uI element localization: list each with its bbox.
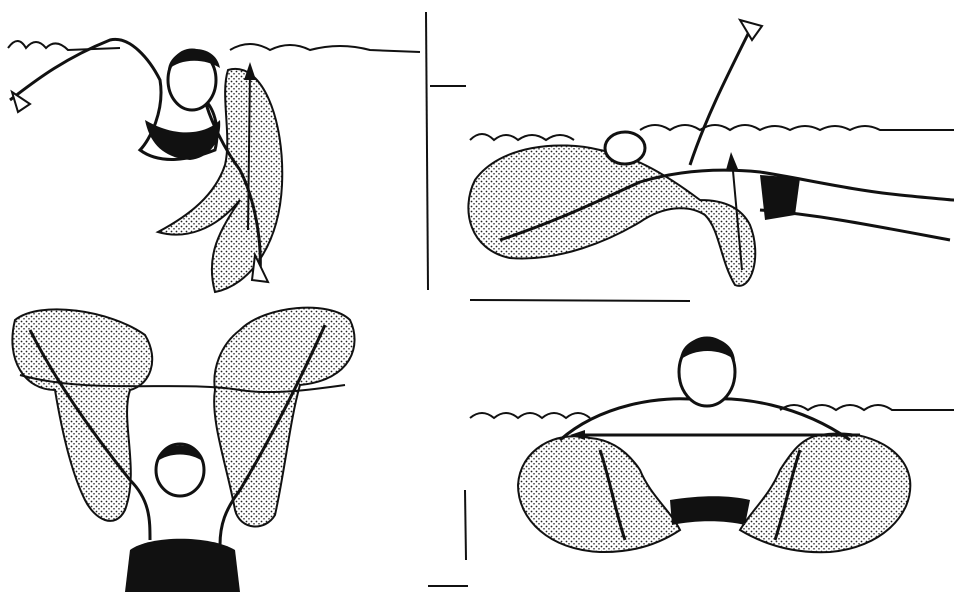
- stroke-path-shading-right: [214, 308, 354, 527]
- swimsuit: [125, 539, 240, 592]
- swimsuit: [670, 496, 750, 525]
- swimmer-head: [605, 132, 645, 164]
- breaststroke-swimmer-panel: [470, 338, 954, 553]
- stroke-path-shading-left: [518, 436, 680, 552]
- butterfly-swimmer-panel: [12, 308, 354, 592]
- backstroke-swimmer-panel: [468, 20, 954, 286]
- water-surface-line: [470, 125, 954, 140]
- stroke-path-shading-right: [740, 433, 910, 552]
- swimsuit: [145, 120, 220, 160]
- freestyle-swimmer-panel: [8, 39, 420, 292]
- water-surface-line: [8, 41, 420, 52]
- swimsuit: [760, 175, 800, 220]
- stroke-path-shading: [468, 145, 755, 285]
